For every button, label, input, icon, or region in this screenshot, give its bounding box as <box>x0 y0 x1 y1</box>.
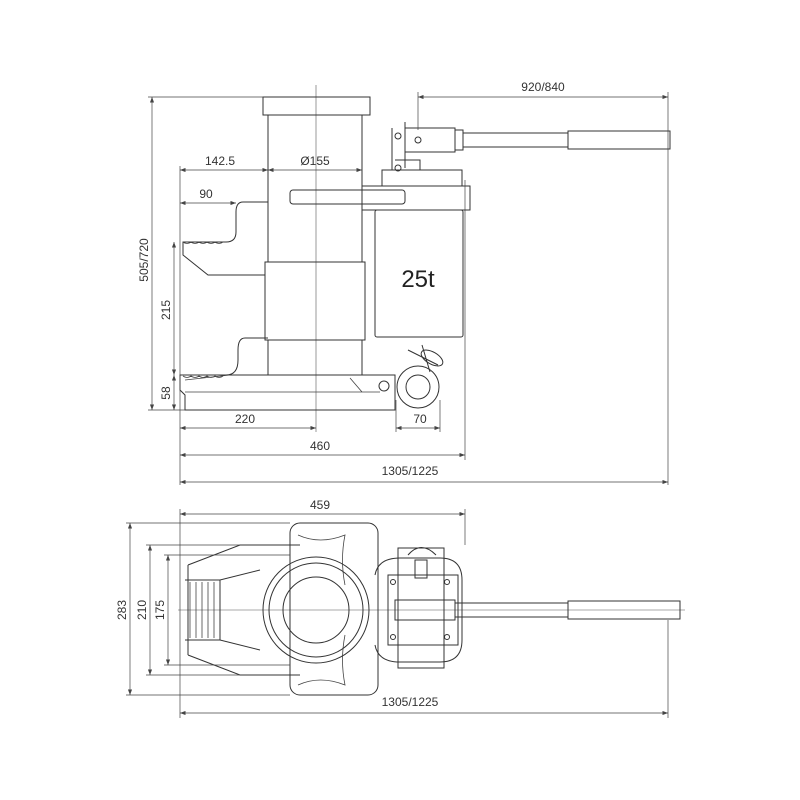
dim-toe-offset: 142.5 <box>205 154 235 168</box>
valve-knob-icon[interactable] <box>407 547 437 556</box>
ram-saddle-bar <box>289 189 406 205</box>
reservoir-top <box>397 547 445 669</box>
base-pin-icon <box>378 380 390 392</box>
pump-linkage <box>391 122 421 170</box>
handle-socket <box>404 127 456 153</box>
dim-overall-length-side: 1305/1225 <box>382 464 439 478</box>
dim-width-toe: 175 <box>153 600 167 620</box>
dim-toe-to-center: 220 <box>235 412 255 426</box>
upper-toe-serration <box>182 241 224 244</box>
pivot-pin-icon <box>394 164 402 172</box>
dim-width-overall: 283 <box>115 600 129 620</box>
ram-inner-circle <box>282 576 350 644</box>
dim-height: 505/720 <box>137 238 151 282</box>
bolt-icon <box>444 579 450 585</box>
ram-cap <box>262 96 371 116</box>
handle-grip-top[interactable] <box>567 600 681 620</box>
capacity-label: 25t <box>401 266 435 293</box>
ram-cylinder <box>267 114 363 263</box>
dim-body-length: 459 <box>310 498 330 512</box>
wheel-icon <box>396 365 440 409</box>
valve-knob-icon[interactable] <box>419 347 446 369</box>
lifting-frame <box>289 522 379 696</box>
dim-overall-length-top: 1305/1225 <box>382 695 439 709</box>
dim-base-length: 460 <box>310 439 330 453</box>
bolt-icon <box>444 634 450 640</box>
pump-head <box>381 169 463 187</box>
lower-body <box>264 261 366 341</box>
toe-outline <box>185 569 261 651</box>
top-view: 459 283 210 175 1305/1225 <box>115 498 685 718</box>
handle-grip[interactable] <box>567 130 671 150</box>
bolt-icon <box>390 579 396 585</box>
toe-serration <box>189 582 215 638</box>
lower-toe-curve <box>225 337 268 376</box>
dim-toe-lift: 215 <box>159 300 173 320</box>
dim-toe-height: 58 <box>159 386 173 400</box>
dim-width-base: 210 <box>135 600 149 620</box>
handle-tube[interactable] <box>462 132 569 148</box>
body-base-section <box>267 339 363 376</box>
upper-toe <box>182 201 268 276</box>
dim-wheel: 70 <box>413 412 427 426</box>
pivot-pin-icon <box>394 132 402 140</box>
base-detail <box>184 374 380 393</box>
handle-collar <box>454 129 464 151</box>
dim-handle-length: 920/840 <box>521 80 565 94</box>
ram-middle-circle <box>268 562 364 658</box>
lower-toe-serration <box>182 375 224 378</box>
pivot-pin-icon <box>414 136 422 144</box>
frame-inner <box>297 534 346 686</box>
pump-plate <box>387 574 459 646</box>
wheel-hub-icon <box>405 374 431 400</box>
pump-housing-top <box>374 557 463 663</box>
dim-ram-diameter: Ø155 <box>300 154 330 168</box>
base-plate <box>179 374 396 411</box>
side-view: 25t 920/840 505/720 142.5 Ø155 90 215 58… <box>137 80 671 485</box>
ram-outer-circle <box>262 556 370 664</box>
bolt-icon <box>390 634 396 640</box>
dim-toe-depth: 90 <box>199 187 213 201</box>
valve-stem <box>414 559 428 579</box>
